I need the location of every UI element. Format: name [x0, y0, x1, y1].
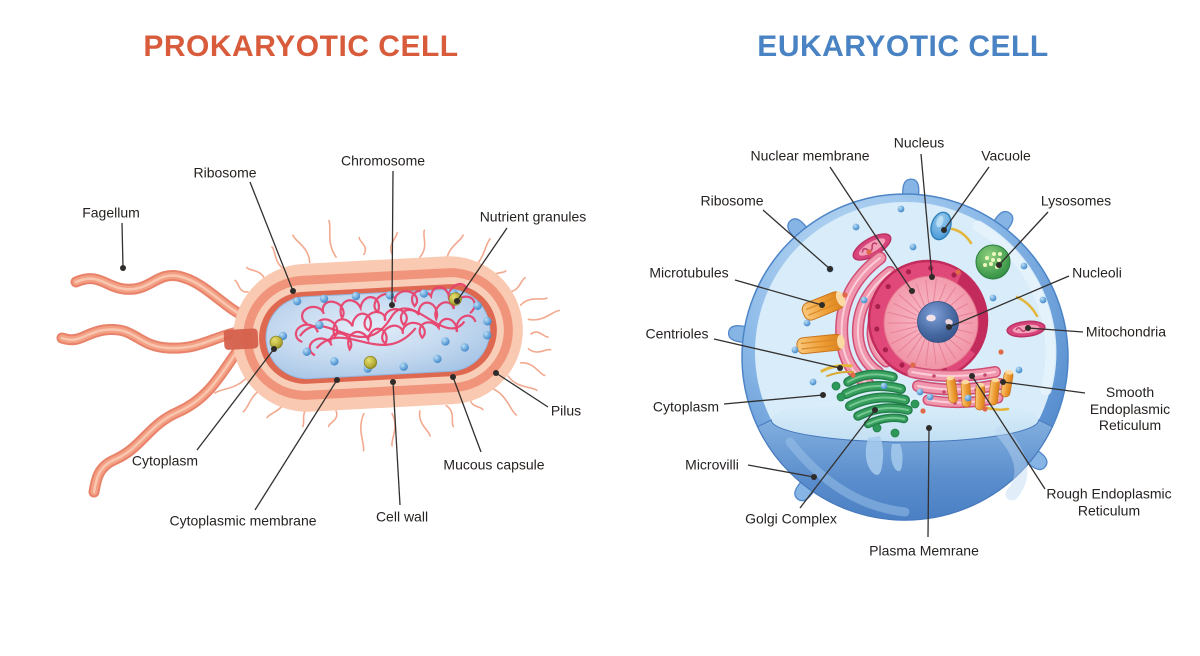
sphere-bottom-cap	[756, 419, 1054, 521]
chromosome-coils	[294, 283, 477, 357]
label-nucleus: Nucleus	[893, 134, 945, 151]
flagella-hub	[223, 328, 259, 350]
flagellum-bottom	[88, 334, 252, 498]
flagellum-top	[70, 270, 254, 324]
nuclear-membrane-fold	[957, 272, 987, 354]
label-euk-cytoplasm: Cytoplasm	[652, 398, 720, 415]
prokaryote-cell-body	[223, 256, 523, 412]
vacuole-organelle	[930, 211, 952, 241]
cytoplasm-dots	[791, 205, 1047, 414]
eukaryote-cell-body	[727, 178, 1069, 521]
pili-hairs	[214, 219, 561, 452]
label-microtubules: Microtubules	[649, 264, 729, 281]
label-euk-ribosome: Ribosome	[700, 192, 764, 209]
label-centrioles: Centrioles	[645, 325, 709, 342]
label-mucous-capsule: Mucous capsule	[443, 456, 545, 473]
flagellum-middle	[56, 323, 256, 354]
microtubule-bundle	[796, 333, 845, 355]
label-chromosome: Chromosome	[340, 152, 426, 169]
label-nutrient-granules: Nutrient granules	[479, 208, 587, 225]
label-nuclear-membrane: Nuclear membrane	[750, 147, 870, 164]
flagella	[56, 270, 256, 498]
label-plasma-membrane: Plasma Memrane	[869, 542, 979, 559]
centrioles-rods	[820, 364, 854, 377]
label-rough-er: Rough Endoplasmic Reticulum	[1046, 485, 1172, 518]
inner-wall-highlight	[972, 220, 1057, 396]
eukaryotic-title: EUKARYOTIC CELL	[757, 30, 1049, 63]
organelles	[796, 211, 1046, 438]
label-mitochondria: Mitochondria	[1085, 323, 1167, 340]
nucleolus-spot	[926, 314, 936, 322]
leader-lines	[120, 153, 1086, 538]
lysosome-organelle	[975, 244, 1011, 280]
nucleolus-spot	[945, 319, 953, 325]
label-pilus: Pilus	[550, 402, 582, 419]
bottom-cap-gloss	[785, 425, 1028, 517]
label-fagellum: Fagellum	[82, 204, 140, 221]
label-nucleoli: Nucleoli	[1072, 264, 1122, 281]
golgi-complex-organelle	[831, 369, 920, 438]
label-cell-wall: Cell wall	[375, 508, 429, 525]
label-lysosomes: Lysosomes	[1040, 192, 1112, 209]
label-prok-cytoplasm: Cytoplasm	[131, 452, 199, 469]
label-vacuole: Vacuole	[981, 147, 1031, 164]
label-smooth-er: Smooth Endoplasmic Reticulum	[1089, 384, 1171, 434]
nucleus-organelle	[867, 259, 989, 381]
label-prok-ribosome: Ribosome	[193, 164, 257, 181]
label-golgi-complex: Golgi Complex	[745, 510, 837, 527]
label-microvilli: Microvilli	[685, 456, 739, 473]
label-cytoplasmic-membrane: Cytoplasmic membrane	[169, 512, 317, 529]
prokaryotic-title: PROKARYOTIC CELL	[143, 30, 459, 63]
smooth-er-tubes	[945, 369, 1014, 411]
nucleoplasm-texture	[887, 278, 974, 367]
nucleolus-sphere	[917, 301, 959, 343]
